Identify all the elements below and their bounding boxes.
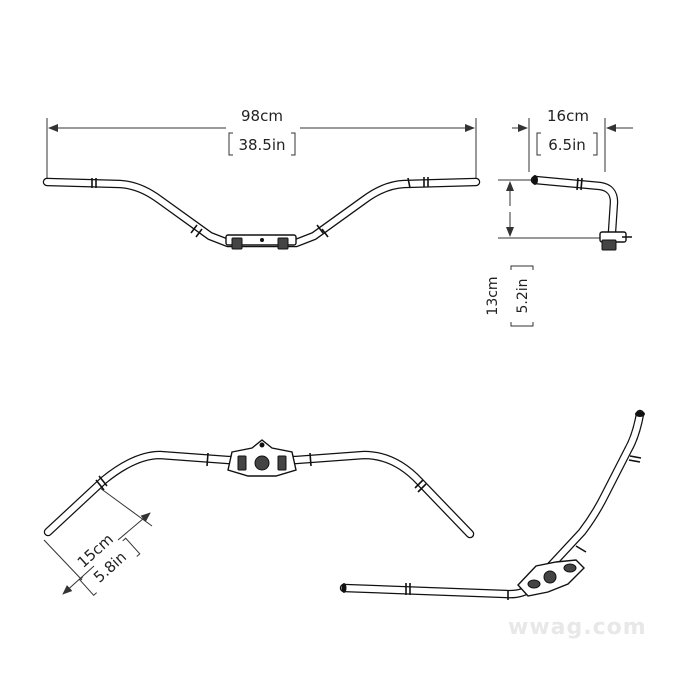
top-view: 15cm 5.8in <box>43 439 475 597</box>
top-view-bar <box>43 439 475 539</box>
depth-imperial-label: 6.5in <box>548 136 586 154</box>
rise-metric-label: 13cm <box>485 276 501 315</box>
grip-dimension: 15cm 5.8in <box>43 487 153 597</box>
width-dimension: 98cm 38.5in <box>46 107 477 178</box>
perspective-view <box>339 409 645 600</box>
rise-dimension: 13cm 5.2in <box>485 179 600 327</box>
rise-imperial-label: 5.2in <box>515 278 531 313</box>
width-metric-label: 98cm <box>241 107 283 125</box>
perspective-view-bar <box>339 409 645 600</box>
front-view: 98cm 38.5in <box>42 107 481 250</box>
width-imperial-label: 38.5in <box>238 136 285 154</box>
depth-metric-label: 16cm <box>547 107 589 125</box>
front-view-mount <box>225 234 297 250</box>
side-view: 16cm 6.5in 13cm 5.2in <box>485 107 633 327</box>
side-view-mount <box>599 231 632 251</box>
front-view-bar <box>42 177 481 250</box>
watermark-text: wwag.com <box>508 615 647 640</box>
top-view-mount <box>227 439 297 477</box>
perspective-view-mount <box>517 559 585 597</box>
depth-dimension: 16cm 6.5in <box>512 107 633 172</box>
side-view-bar <box>530 175 632 251</box>
